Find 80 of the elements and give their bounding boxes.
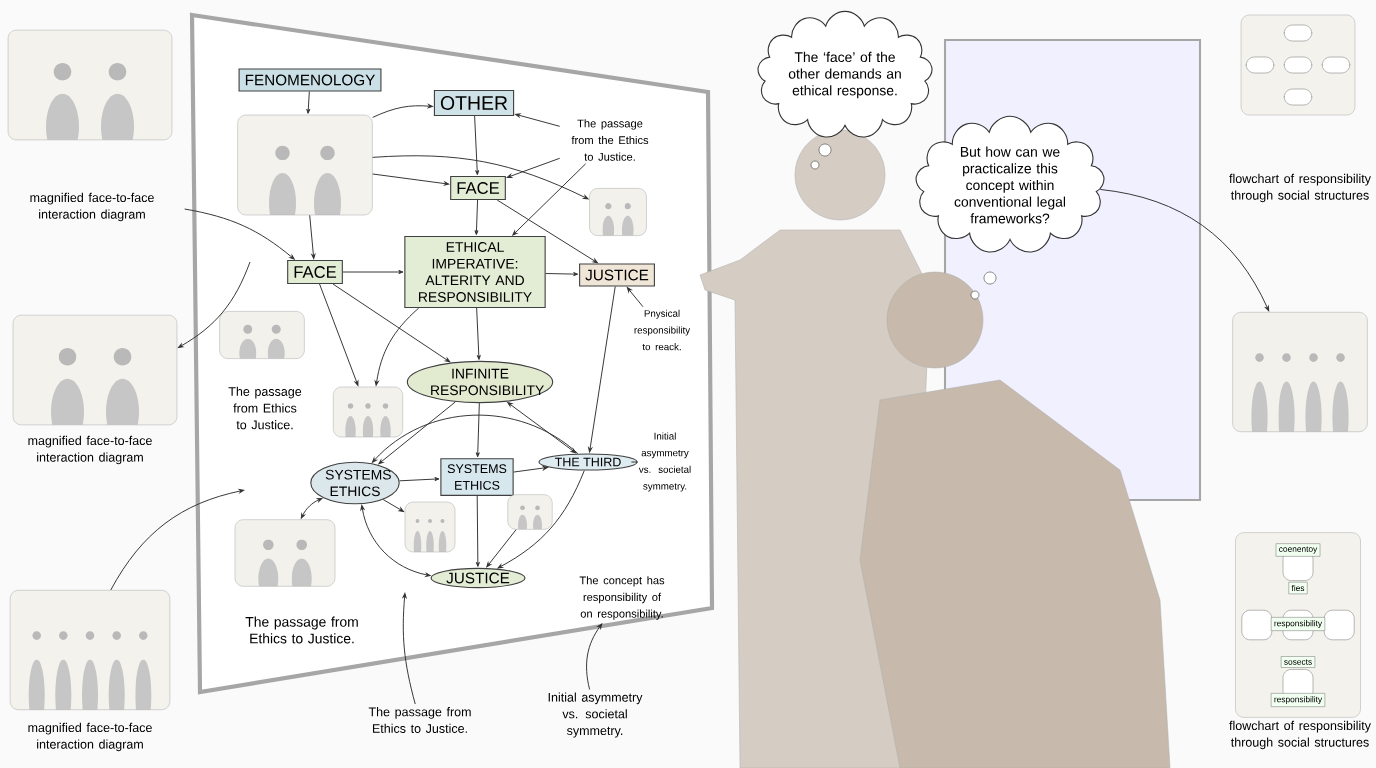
- chart-box-label: sosects: [1280, 656, 1316, 668]
- picture-block: [219, 311, 305, 359]
- caption: magnified face-to-face interaction diagram: [28, 435, 152, 465]
- arrow: [372, 173, 450, 186]
- chart-box-label: responsibility: [1270, 617, 1326, 631]
- picture-block: [333, 386, 403, 438]
- note: Pnysical responsibility to reack.: [634, 309, 691, 351]
- arrow: [513, 466, 548, 473]
- picture-block: [237, 114, 373, 216]
- picture-block: [1232, 312, 1368, 432]
- process-box: FACE: [287, 260, 343, 284]
- process-box: JUSTICE: [579, 263, 655, 287]
- arrow: [512, 163, 587, 236]
- arrow: [372, 104, 433, 118]
- arrow: [626, 287, 644, 308]
- chart-box-label: coenentoy: [1275, 543, 1321, 557]
- arrow: [300, 497, 323, 519]
- process-box: SYSTEMS ETHICS: [440, 458, 514, 496]
- picture-block: [12, 314, 178, 426]
- arrow: [342, 270, 404, 274]
- picture-block: [234, 519, 336, 587]
- arrow: [332, 283, 451, 363]
- thought-bubble: But how can we practicalize this concept within conventional legal frameworks?: [915, 115, 1105, 300]
- arrow: [475, 402, 480, 458]
- arrow: [360, 504, 431, 577]
- process-box: OTHER: [433, 90, 515, 116]
- arrow: [507, 402, 577, 454]
- picture-block: [9, 590, 171, 710]
- note: The passage from the Ethics to Justice.: [571, 119, 649, 161]
- oval-node: INFINITE RESPONSIBILITY: [406, 360, 554, 404]
- oval-node: SYSTEMS ETHICS: [310, 461, 400, 505]
- note: The passage from Ethics to Justice.: [245, 616, 358, 644]
- arrow: [184, 208, 295, 260]
- arrow: [474, 199, 479, 236]
- arrow: [374, 307, 420, 386]
- picture-block: [589, 188, 647, 236]
- oval-node: THE THIRD: [538, 453, 638, 471]
- arrow: [506, 157, 561, 178]
- process-box: FENOMENOLOGY: [238, 68, 382, 92]
- note: Initial asymmetry vs. societal symmetry.: [638, 432, 691, 492]
- arrow: [306, 91, 311, 114]
- oval-node: JUSTICE: [430, 567, 526, 589]
- arrow: [402, 592, 416, 705]
- caption: The passage from Ethics to Justice.: [368, 707, 471, 733]
- arrow: [110, 489, 245, 591]
- arrow: [319, 283, 359, 386]
- process-box: FACE: [450, 176, 506, 200]
- arrow: [515, 113, 561, 127]
- arrow: [378, 401, 456, 465]
- arrow: [497, 470, 585, 569]
- speech-bubble: The ‘face’ of the other demands an ethical response.: [757, 10, 933, 170]
- note: The passage from Ethics to Justice.: [228, 386, 302, 430]
- picture-block: [1240, 14, 1356, 116]
- caption: Initial asymmetry vs. societal symmetry.: [548, 692, 643, 738]
- picture-block: [404, 501, 456, 553]
- arrow: [475, 495, 480, 567]
- arrow: [309, 214, 316, 260]
- process-box: ETHICAL IMPERATIVE: ALTERITY AND RESPONSIBILITY: [404, 236, 546, 309]
- arrow: [1099, 188, 1270, 312]
- arrow: [586, 623, 603, 690]
- arrow: [486, 529, 517, 568]
- chart-box-label: responsibility: [1270, 693, 1326, 707]
- picture-block: [7, 29, 173, 141]
- caption: magnified face-to-face interaction diagram: [28, 722, 152, 752]
- arrow: [399, 477, 440, 482]
- arrow: [476, 307, 481, 360]
- caption: flowchart of responsibility through social structures: [1229, 173, 1371, 203]
- arrow: [496, 199, 598, 264]
- caption: flowchart of responsibility through social structures: [1229, 720, 1371, 750]
- chart-box-label: fies: [1288, 581, 1308, 595]
- arrow: [474, 115, 480, 176]
- arrow: [372, 155, 589, 200]
- arrow: [545, 272, 579, 277]
- picture-block: [507, 494, 553, 530]
- arrow: [177, 261, 251, 348]
- note: The concept has responsibility of on responsibility.: [579, 576, 665, 620]
- arrow: [588, 286, 616, 453]
- caption: magnified face-to-face interaction diagram: [30, 192, 154, 222]
- arrow: [371, 414, 579, 463]
- arrow: [382, 499, 405, 512]
